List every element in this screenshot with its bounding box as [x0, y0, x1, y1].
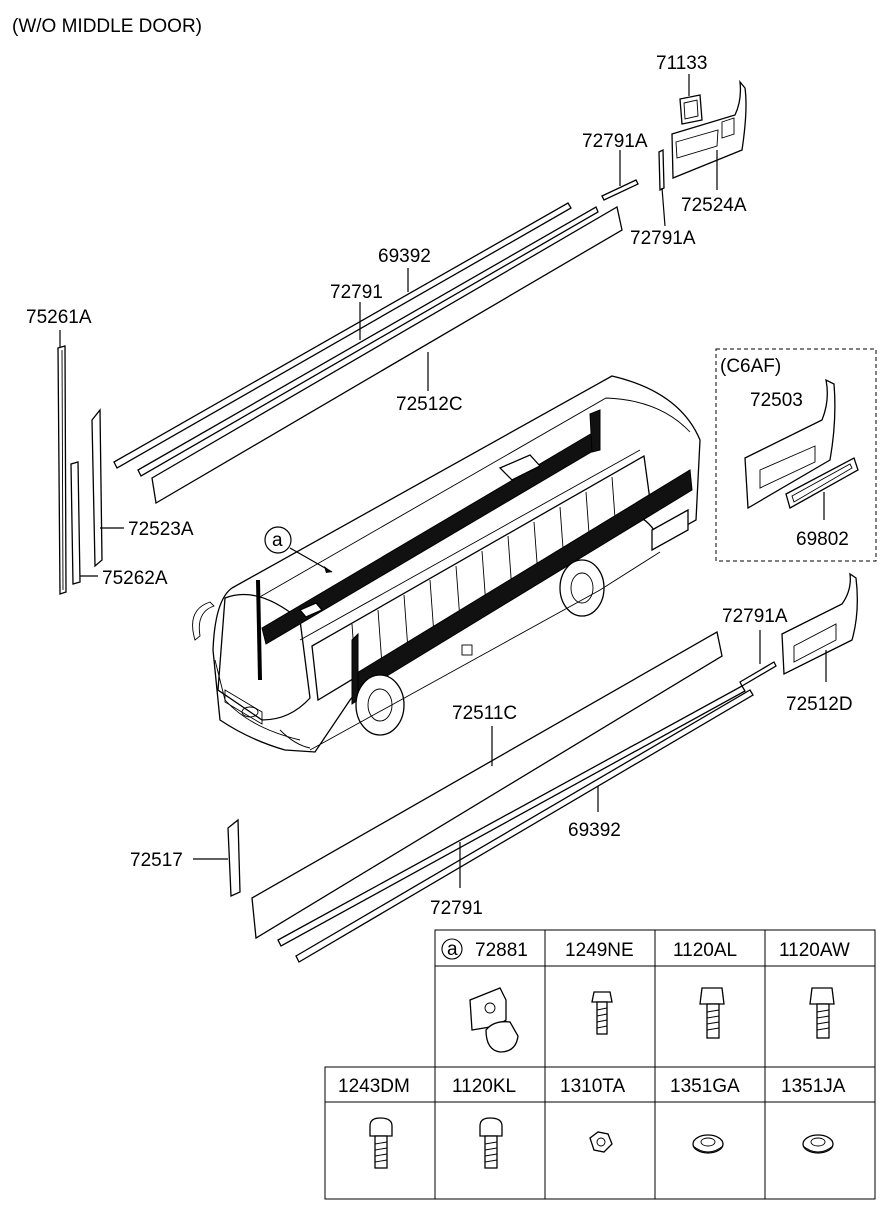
label-72512C: 72512C	[396, 394, 463, 415]
part-72524A-decal	[671, 79, 747, 179]
part-69392-strip-bottom	[295, 689, 754, 963]
part-72791A-strip-top	[601, 179, 639, 201]
bolt-1120KL-icon	[479, 1117, 503, 1169]
table-header-1120KL: 1120KL	[452, 1076, 516, 1097]
table-header-72881: 72881	[475, 940, 528, 961]
table-callout-a-letter: a	[447, 939, 458, 960]
option-box-label: (C6AF)	[720, 356, 781, 377]
part-72791-strip-top	[137, 206, 599, 477]
label-72791-bottom: 72791	[430, 898, 483, 919]
part-72791A-vertical	[658, 148, 665, 192]
part-72517-trim	[227, 818, 241, 897]
label-72512D: 72512D	[786, 694, 853, 715]
part-75262A-trim	[70, 461, 81, 585]
bus-illustration	[192, 375, 701, 753]
label-71133: 71133	[656, 53, 707, 74]
washer-1351JA-icon	[802, 1134, 834, 1154]
bolt-1243DM-icon	[369, 1117, 393, 1169]
label-72524A: 72524A	[681, 195, 747, 216]
part-72511C-panel	[251, 630, 723, 940]
part-72523A-trim	[91, 408, 103, 568]
part-71133-badge	[679, 94, 703, 125]
table-header-1249NE: 1249NE	[565, 940, 634, 961]
label-75262A: 75262A	[102, 568, 168, 589]
part-72791-strip-bottom	[277, 685, 746, 947]
bolt-1120AW-icon	[809, 987, 835, 1039]
option-box-c6af	[715, 348, 877, 562]
table-header-1351JA: 1351JA	[781, 1076, 846, 1097]
label-72517: 72517	[130, 850, 183, 871]
label-75261A: 75261A	[26, 307, 92, 328]
table-header-1310TA: 1310TA	[560, 1076, 625, 1097]
table-callout-a-marker	[441, 938, 463, 960]
label-72523A: 72523A	[128, 519, 194, 540]
part-69392-strip-top	[113, 202, 572, 469]
label-72791A-top1: 72791A	[582, 131, 648, 152]
part-75261A-pillar-trim	[57, 345, 67, 595]
table-header-1120AW: 1120AW	[779, 940, 850, 961]
label-72791A-top2: 72791A	[630, 228, 696, 249]
callout-a-marker	[264, 526, 292, 554]
callout-a-letter: a	[272, 530, 283, 551]
part-72791A-strip-bottom	[739, 661, 777, 687]
parts-table	[324, 929, 876, 1200]
label-69392-bottom: 69392	[568, 820, 621, 841]
bolt-1120AL-icon	[699, 987, 725, 1039]
table-header-1120AL: 1120AL	[673, 940, 737, 961]
washer-1351GA-icon	[692, 1134, 724, 1154]
label-69802: 69802	[796, 529, 849, 550]
part-72512D-decal	[781, 572, 858, 676]
label-69392-top: 69392	[378, 246, 431, 267]
bracket-72881-icon	[469, 987, 519, 1053]
bolt-1249NE-icon	[591, 991, 613, 1035]
variant-note: (W/O MIDDLE DOOR)	[12, 16, 202, 37]
part-72512C-panel	[151, 205, 623, 505]
table-header-1351GA: 1351GA	[670, 1076, 740, 1097]
part-69802-lamp	[785, 457, 859, 509]
label-72791A-bottom: 72791A	[722, 606, 788, 627]
label-72503: 72503	[750, 390, 803, 411]
nut-1310TA-icon	[589, 1131, 613, 1153]
part-72503-decal	[744, 378, 836, 510]
label-72791-top: 72791	[330, 282, 383, 303]
label-72511C: 72511C	[452, 703, 517, 724]
table-header-1243DM: 1243DM	[338, 1076, 410, 1097]
